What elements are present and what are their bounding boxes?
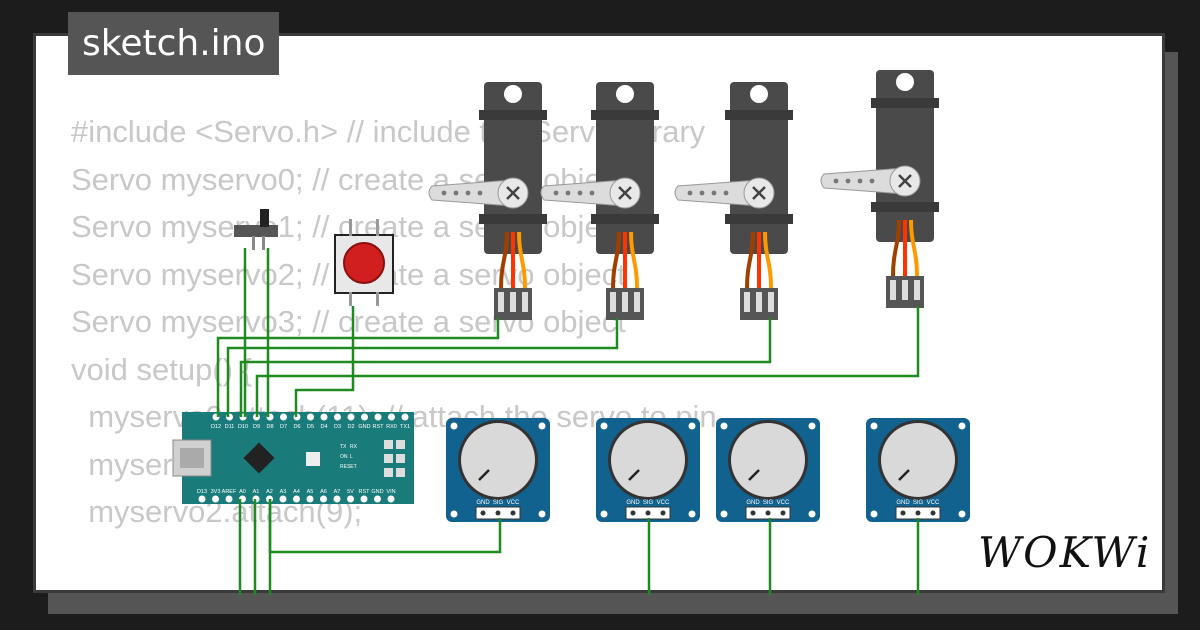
nano-pin-label: D8: [266, 424, 273, 430]
nano-pin-label: D5: [307, 424, 314, 430]
wire: [294, 306, 355, 417]
nano-pin[interactable]: [347, 413, 355, 421]
nano-pin-label: RST: [359, 489, 371, 495]
pot-pin-label: GND: [626, 500, 640, 506]
icsp-pin: [384, 454, 393, 463]
nano-pin[interactable]: [225, 495, 233, 503]
nano-pin[interactable]: [387, 495, 395, 503]
nano-pin[interactable]: [320, 413, 328, 421]
slide-switch[interactable]: [234, 209, 278, 250]
nano-pin-label: D7: [280, 424, 287, 430]
nano-pin-label: A3: [280, 489, 287, 495]
pot-pin-label: VCC: [927, 500, 940, 506]
servo-motor[interactable]: [674, 82, 793, 320]
icsp-pin: [384, 468, 393, 477]
servo-motor[interactable]: [540, 82, 659, 320]
nano-pin[interactable]: [279, 495, 287, 503]
pot-pin-label: VCC: [657, 500, 670, 506]
nano-pin-label: D13: [197, 489, 207, 495]
wire: [226, 318, 619, 417]
servo-motor[interactable]: [428, 82, 547, 320]
nano-pin-label: A7: [334, 489, 341, 495]
nano-pin[interactable]: [388, 413, 395, 421]
nano-pin-label: 3V3: [211, 489, 221, 495]
nano-pin-label: D3: [334, 424, 341, 430]
wire: [216, 318, 500, 417]
nano-pin-label: A4: [293, 489, 300, 495]
nano-pin[interactable]: [306, 495, 314, 503]
nano-pin[interactable]: [198, 495, 206, 503]
nano-pin-label: VIN: [386, 489, 395, 495]
nano-pin-label: GND: [371, 489, 383, 495]
nano-pin[interactable]: [334, 413, 341, 421]
icsp-pin: [396, 454, 405, 463]
servo-motor[interactable]: [820, 70, 939, 308]
pot-pin-label: SIG: [643, 500, 654, 506]
nano-pin[interactable]: [333, 495, 341, 503]
board-label: ON: [340, 454, 348, 460]
nano-pin-label: D10: [238, 424, 248, 430]
wokwi-logo: WOKWi: [978, 528, 1152, 577]
file-tab[interactable]: sketch.ino: [68, 12, 280, 75]
pushbutton[interactable]: [334, 219, 394, 306]
nano-pin-label: RX0: [386, 424, 397, 430]
pot-pin-label: SIG: [763, 500, 774, 506]
nano-pin[interactable]: [293, 495, 300, 503]
wire: [239, 318, 772, 417]
nano-pin-label: AREF: [222, 489, 237, 495]
pot-pin-label: GND: [746, 500, 760, 506]
wire: [255, 306, 920, 417]
icsp-pin: [396, 440, 405, 449]
nano-pin-label: GND: [358, 424, 370, 430]
nano-pin-label: A0: [239, 489, 246, 495]
nano-pin[interactable]: [347, 495, 354, 503]
nano-pin-label: D11: [225, 424, 235, 430]
nano-pin-label: RST: [373, 424, 385, 430]
pot-pin-label: SIG: [493, 500, 504, 506]
nano-pin-label: A6: [320, 489, 327, 495]
icsp-pin: [384, 440, 393, 449]
nano-pin-label: D12: [211, 424, 221, 430]
nano-pin[interactable]: [401, 413, 409, 421]
icsp-pin: [396, 468, 405, 477]
nano-pin[interactable]: [307, 413, 314, 421]
nano-pin[interactable]: [212, 495, 219, 503]
nano-pin-label: A1: [253, 489, 260, 495]
nano-pin[interactable]: [374, 495, 381, 503]
pot-pin-label: SIG: [913, 500, 924, 506]
pot-pin-label: GND: [896, 500, 910, 506]
board-label: L: [350, 454, 353, 460]
board-label: RX: [350, 444, 358, 450]
pot-pin-label: VCC: [507, 500, 520, 506]
nano-pin-label: D6: [293, 424, 300, 430]
nano-pin-label: TX1: [400, 424, 410, 430]
nano-pin[interactable]: [361, 413, 368, 421]
nano-pin-label: D9: [253, 424, 260, 430]
nano-pin[interactable]: [360, 495, 368, 503]
board-label: RESET: [340, 464, 357, 470]
board-label: TX: [340, 444, 347, 450]
nano-pin[interactable]: [374, 413, 382, 421]
pot-pin-label: GND: [476, 500, 490, 506]
nano-pin-label: A5: [307, 489, 314, 495]
nano-pin[interactable]: [280, 413, 287, 421]
pot-pin-label: VCC: [777, 500, 790, 506]
nano-pin-label: A2: [266, 489, 273, 495]
nano-pin-label: 5V: [347, 489, 354, 495]
nano-pin[interactable]: [320, 495, 327, 503]
nano-pin-label: D2: [347, 424, 354, 430]
nano-pin-label: D4: [320, 424, 327, 430]
